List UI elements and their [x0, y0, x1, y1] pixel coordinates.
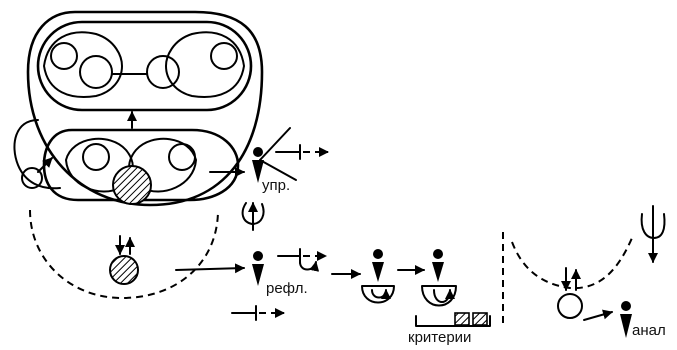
arrow-to-anal — [583, 309, 613, 321]
hatched-squares-icon — [454, 312, 470, 326]
dashed-bowl-left — [29, 209, 219, 300]
left-lens — [43, 31, 123, 98]
side-small-circle — [21, 167, 43, 189]
refl-curl — [299, 261, 320, 272]
upr-ray-up — [259, 127, 291, 161]
cup2 — [421, 285, 457, 307]
anal-figure-icon — [620, 301, 632, 338]
left-side-curve — [13, 119, 61, 190]
loop-arrow-icon — [241, 202, 265, 231]
side-arrow — [37, 157, 53, 173]
hatched-circle-small-icon — [109, 255, 139, 285]
label-criteria: критерии — [408, 329, 472, 346]
bottom-block — [42, 128, 240, 202]
cup1-curl — [371, 289, 391, 300]
arrow-to-refl — [175, 263, 245, 274]
cup2-curl — [433, 289, 455, 303]
bottom-left-circle — [82, 143, 110, 171]
right-big-circle — [146, 55, 180, 89]
outer-shell — [26, 10, 264, 207]
label-upr: упр. — [262, 177, 291, 194]
cup1-figure-icon — [372, 249, 384, 282]
dashed-bowl-right — [511, 237, 633, 290]
upr-ray-down — [259, 159, 297, 181]
bottom-right-circle — [168, 143, 196, 171]
right-lens — [165, 31, 245, 98]
refl-figure-icon — [252, 251, 264, 286]
right-small-circle — [210, 42, 238, 70]
bowl-right-circle — [557, 293, 583, 319]
hatched-square-2 — [472, 312, 488, 326]
hatched-circle-icon — [112, 165, 152, 205]
criteria-bracket — [415, 315, 491, 327]
cup1 — [361, 285, 395, 304]
label-anal: анал — [632, 322, 666, 339]
left-big-circle — [79, 55, 113, 89]
left-small-circle — [50, 42, 78, 70]
arrow-figure-icon — [252, 147, 264, 183]
label-refl: рефл. — [266, 280, 308, 297]
trident-icon — [640, 205, 666, 263]
top-block — [36, 20, 253, 112]
cup2-figure-icon — [432, 249, 444, 282]
